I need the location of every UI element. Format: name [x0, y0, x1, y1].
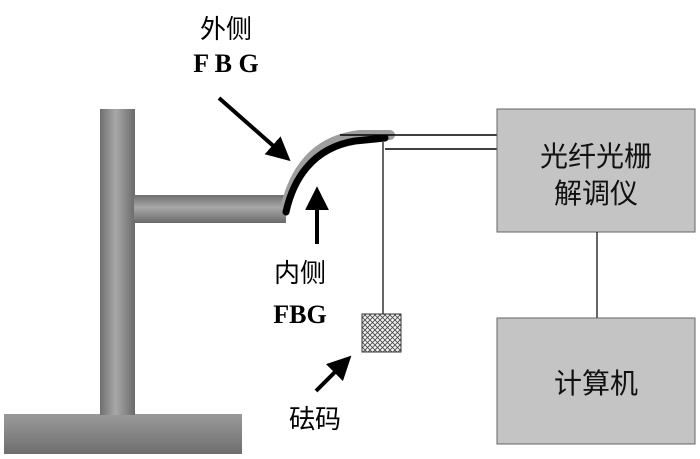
bent-cantilever	[281, 130, 395, 216]
weight-arrow	[314, 355, 352, 393]
interrogator-label-line2: 解调仪	[554, 177, 638, 210]
stand-base	[4, 414, 242, 454]
inner-fbg-label-line1: 内侧	[274, 259, 326, 289]
interrogator-label-line1: 光纤光栅	[540, 140, 652, 173]
fbg-black-coating	[282, 134, 389, 216]
computer: 计算机	[496, 317, 696, 445]
stand-post	[100, 109, 135, 415]
stand	[4, 109, 286, 454]
computer-label: 计算机	[554, 367, 638, 400]
weight-block	[361, 313, 402, 353]
outer-fbg-label-line1: 外侧	[200, 15, 252, 45]
inner-fbg-label-line2: FBG	[273, 300, 326, 329]
fbg-interrogator: 光纤光栅 解调仪	[496, 108, 696, 233]
stand-arm	[134, 195, 286, 223]
optical-fibers	[340, 134, 497, 150]
weight-label: 砝码	[289, 405, 341, 435]
outer-fbg-arrow	[217, 96, 291, 162]
outer-fbg-label-line2: F B G	[193, 49, 258, 78]
interrogator-box	[496, 108, 696, 233]
computer-box	[496, 317, 696, 445]
